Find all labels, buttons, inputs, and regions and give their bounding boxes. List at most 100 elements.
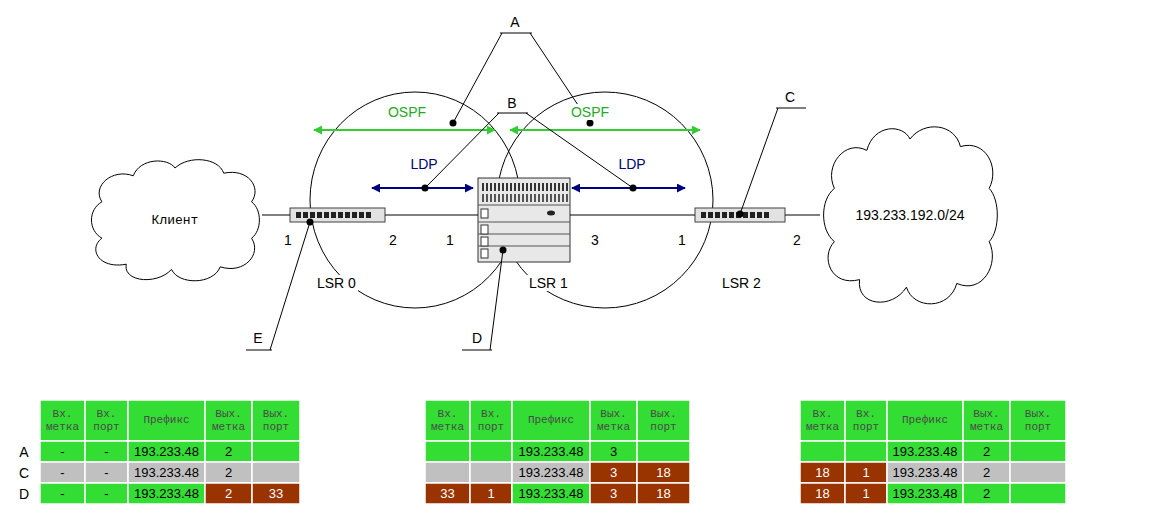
table-cell [637, 462, 690, 483]
table-header: Префикс [887, 400, 963, 441]
table-header: Префикс [512, 400, 590, 441]
link-line [570, 215, 695, 216]
callout-letter: A [508, 14, 521, 30]
table-cell [425, 400, 470, 441]
switch-port [317, 212, 322, 218]
table-cell [887, 483, 963, 504]
label-tables [40, 400, 1066, 504]
chassis-slot [542, 194, 544, 202]
table-cell [40, 400, 85, 441]
chassis-slot [522, 183, 524, 191]
chassis-led [547, 211, 555, 216]
chassis-module [481, 209, 488, 218]
table-cell [800, 483, 845, 504]
table-cell [512, 462, 590, 483]
chassis-slot [482, 183, 484, 191]
switch-port [764, 212, 769, 218]
protocol-label: OSPF [569, 104, 611, 120]
callout-letter: C [783, 89, 797, 105]
ldp-arrow [572, 187, 685, 189]
table-value: 193.233.48 [512, 462, 590, 483]
lsr-switch: LSR 2 [695, 208, 785, 222]
table-value: 193.233.48 [512, 483, 590, 504]
table-value: - [40, 462, 85, 483]
table-value: 193.233.48 [887, 441, 963, 462]
link-line [262, 215, 290, 216]
table-cell [40, 441, 85, 462]
table-cell [800, 441, 845, 462]
cloud-label: 193.233.192.0/24 [856, 207, 965, 223]
port-number: 2 [387, 232, 399, 248]
port-number: 3 [589, 232, 601, 248]
chassis-line [478, 205, 570, 206]
table-cell [1010, 483, 1066, 504]
chassis-line [478, 234, 570, 235]
switch-port [338, 212, 343, 218]
callout-letter: D [470, 330, 484, 346]
table-cell [205, 400, 252, 441]
switch-port [359, 212, 364, 218]
table-header: Вх. метка [40, 400, 85, 441]
chassis-slot [526, 194, 528, 202]
lsr-switch: LSR 0 [290, 208, 385, 222]
chassis-slot [498, 183, 500, 191]
table-cell [512, 400, 590, 441]
ospf-arrow [314, 129, 495, 131]
callout-letter: B [505, 95, 518, 111]
callout-letter: E [251, 330, 264, 346]
chassis-slot [558, 183, 560, 191]
switch-port [331, 212, 336, 218]
switch-port [715, 212, 720, 218]
table-value: 18 [800, 462, 845, 483]
table-header: Вх. метка [800, 400, 845, 441]
table-cell [425, 441, 470, 462]
chassis-slot [510, 183, 512, 191]
table-value: 18 [637, 462, 690, 483]
table-cell [637, 400, 690, 441]
switch-port [708, 212, 713, 218]
chassis-slot [550, 183, 552, 191]
table-header: Вх. порт [845, 400, 887, 441]
chassis-slot [494, 194, 496, 202]
port-number: 2 [791, 232, 803, 248]
table-cell [1010, 441, 1066, 462]
table-header: Вх. метка [425, 400, 470, 441]
table-cell [205, 483, 252, 504]
chassis-slot [502, 194, 504, 202]
switch-port [750, 212, 755, 218]
router-chassis [478, 178, 570, 262]
chassis-slot [522, 194, 524, 202]
port-number: 1 [444, 232, 456, 248]
switch-port [729, 212, 734, 218]
table-value: 2 [205, 483, 252, 504]
table-cell [845, 483, 887, 504]
network-cloud: 193.233.192.0/24 [820, 120, 1000, 310]
switch-port [757, 212, 762, 218]
callout-leaders [246, 33, 806, 350]
table-value: 2 [205, 462, 252, 483]
chassis-slot [538, 194, 540, 202]
table-cell [637, 441, 690, 462]
table-header: Вых. метка [963, 400, 1010, 441]
table-cell [252, 441, 300, 462]
table-value: 3 [590, 483, 637, 504]
protocol-label: OSPF [386, 104, 428, 120]
table-header: Вых. порт [252, 400, 300, 441]
table-value: - [85, 441, 128, 462]
table-value: 2 [963, 441, 1010, 462]
table-cell [470, 483, 512, 504]
chassis-slot [530, 194, 532, 202]
table-value: 33 [252, 483, 300, 504]
table-value: 18 [637, 483, 690, 504]
table-value: 3 [590, 462, 637, 483]
chassis-slot [514, 183, 516, 191]
chassis-slot [498, 194, 500, 202]
chassis-slot [546, 183, 548, 191]
lsr-router: LSR 1 [478, 178, 570, 262]
ospf-arrow [510, 129, 700, 131]
chassis-slot [482, 194, 484, 202]
chassis-slot [562, 183, 564, 191]
table-value: 1 [845, 462, 887, 483]
table-cell [85, 483, 128, 504]
switch-port [743, 212, 748, 218]
